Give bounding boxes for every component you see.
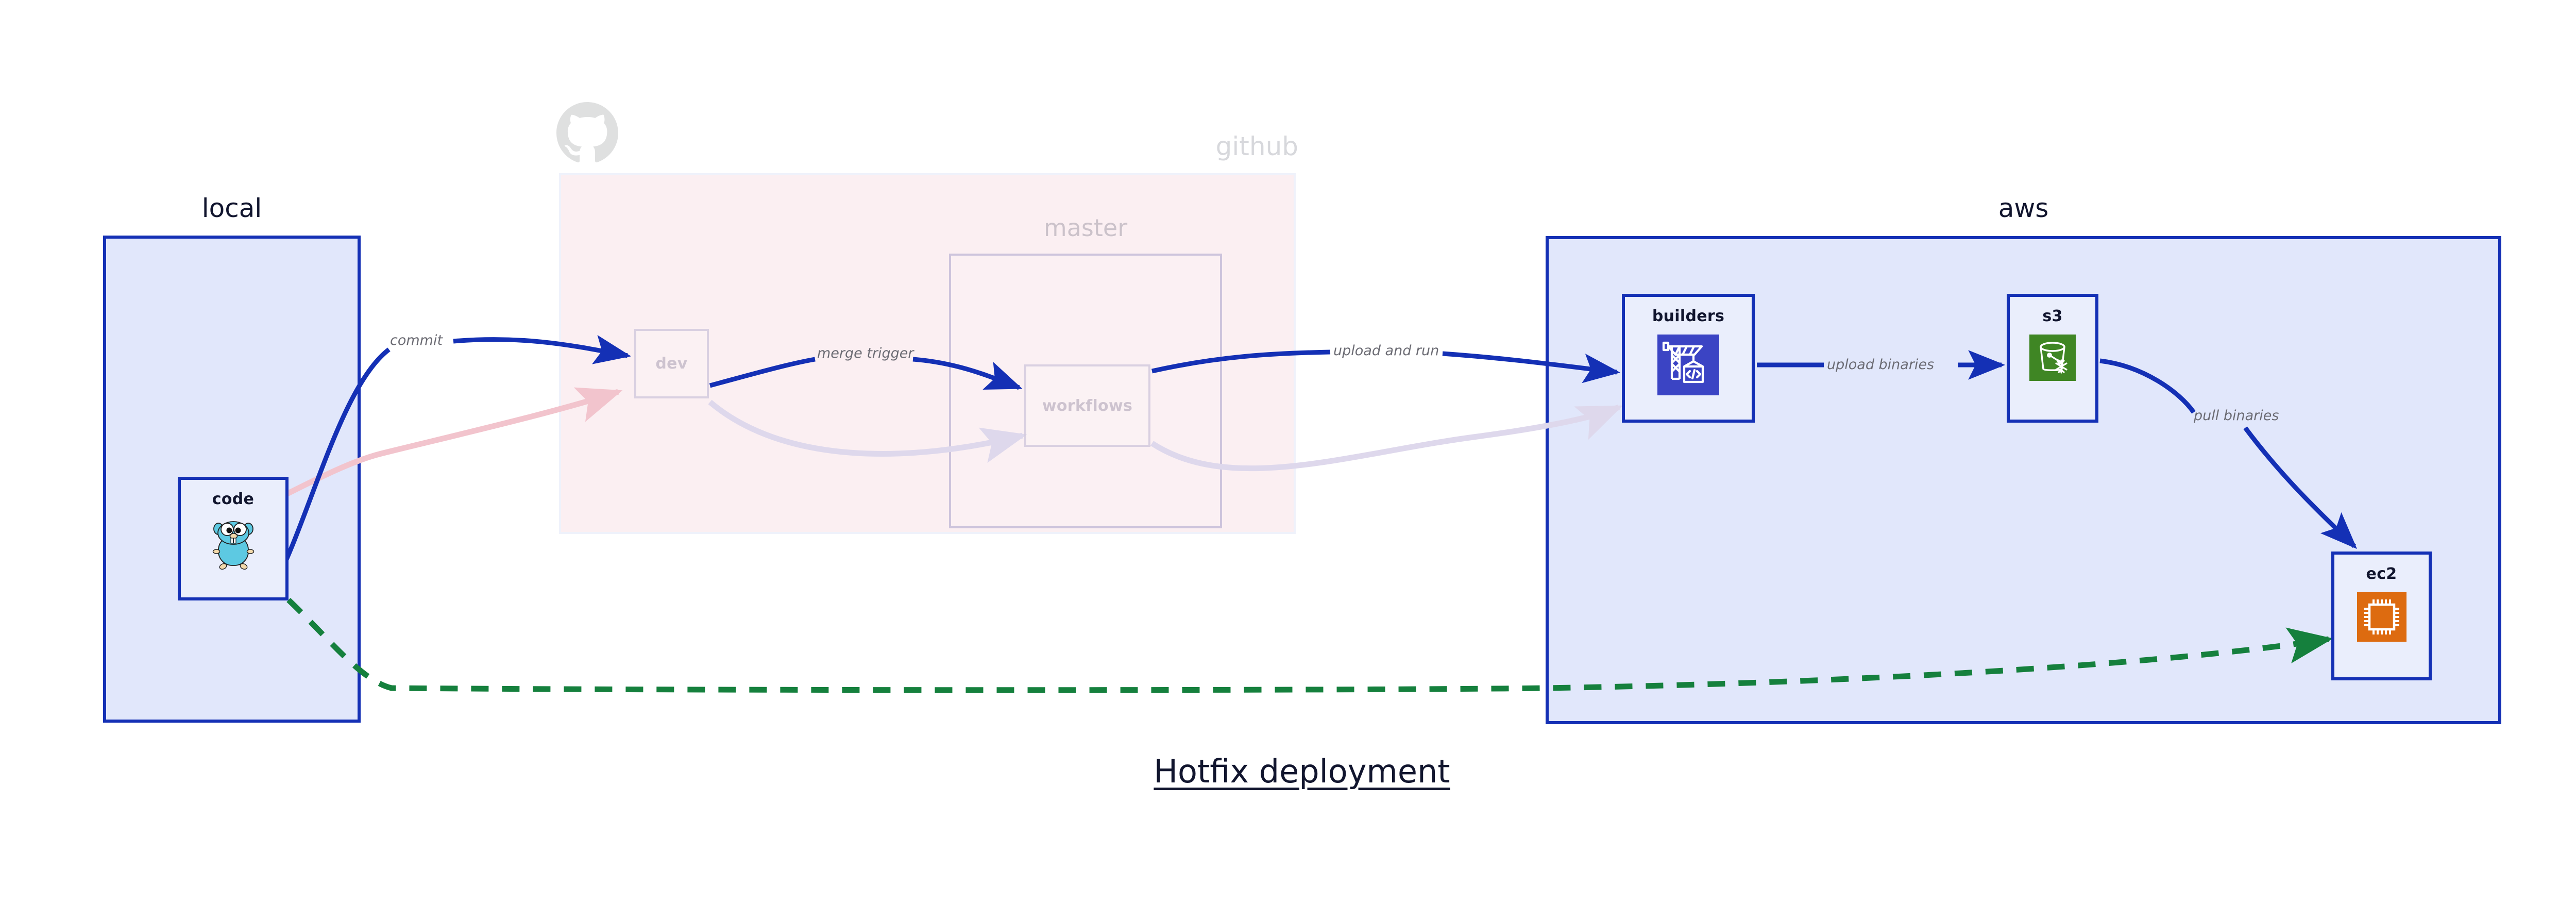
cpu-chip-icon (2357, 592, 2406, 642)
node-s3-label: s3 (2042, 307, 2063, 325)
go-gopher-icon (212, 521, 254, 570)
github-octocat-icon (556, 102, 618, 163)
edge-label-upload-and-run: upload and run (1333, 343, 1439, 359)
edge-label-pull-binaries: pull binaries (2194, 408, 2279, 424)
group-master[interactable] (949, 254, 1222, 528)
node-dev-label: dev (655, 355, 688, 373)
node-workflows-label: workflows (1042, 396, 1133, 415)
node-code[interactable]: code (178, 477, 289, 600)
node-ec2[interactable]: ec2 (2331, 552, 2432, 680)
edge-label-merge-trigger: merge trigger (817, 345, 914, 361)
diagram-title: Hotfix deployment (1154, 753, 1450, 790)
node-builders-label: builders (1652, 307, 1725, 325)
node-s3[interactable]: s3 (2007, 294, 2098, 423)
edge-label-commit: commit (390, 332, 443, 348)
crane-code-icon (1657, 335, 1719, 395)
group-label-local: local (201, 193, 262, 223)
node-dev[interactable]: dev (634, 329, 709, 398)
bucket-glacier-icon (2029, 335, 2076, 381)
node-code-label: code (212, 490, 255, 508)
node-ec2-label: ec2 (2366, 565, 2397, 583)
edge-label-upload-binaries: upload binaries (1827, 357, 1935, 373)
group-label-aws: aws (1998, 193, 2049, 223)
group-label-github: github (1215, 131, 1298, 161)
node-workflows[interactable]: workflows (1024, 364, 1150, 447)
node-builders[interactable]: builders (1622, 294, 1755, 423)
group-label-master: master (1043, 214, 1128, 242)
